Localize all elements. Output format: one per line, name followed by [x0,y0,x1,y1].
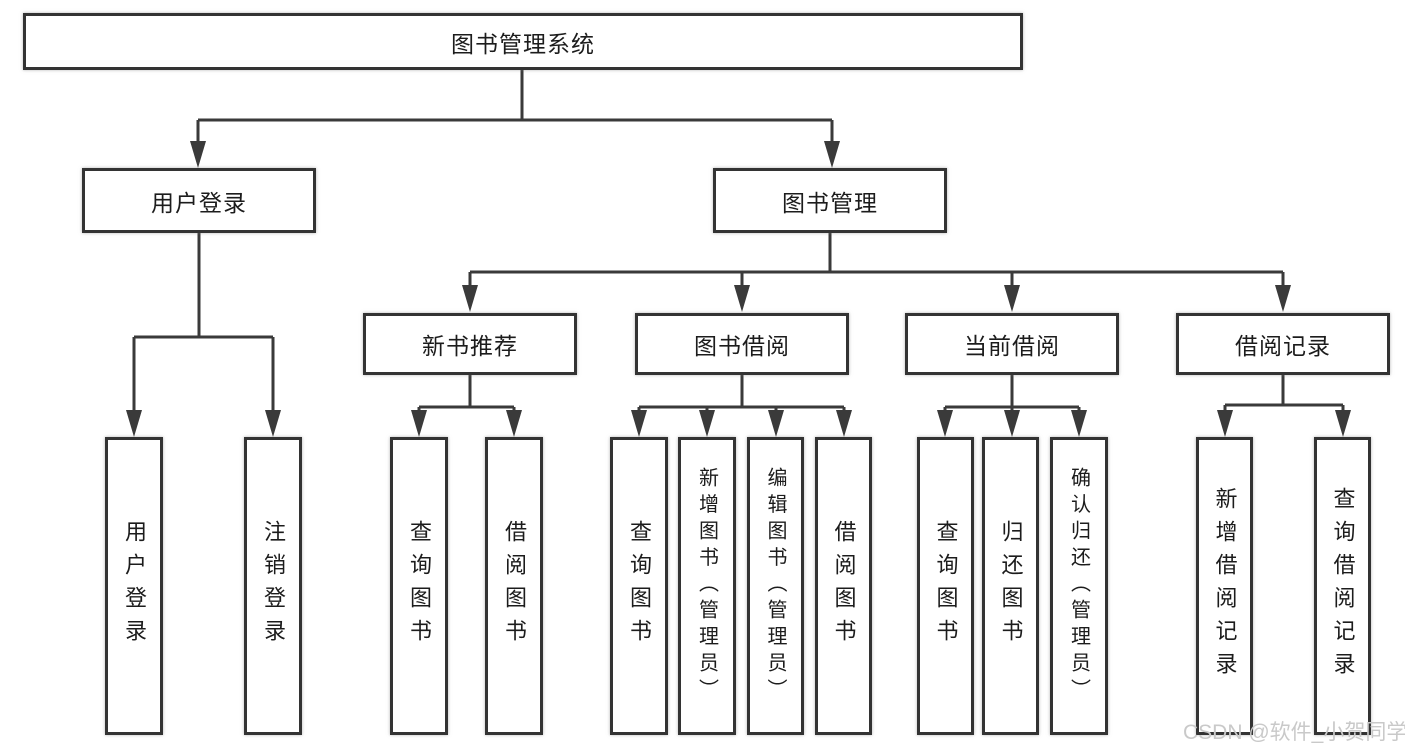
node-label: 新增借阅记录 [1212,487,1238,685]
node-label: 查询图书 [627,520,652,652]
node-book-borrowing: 图书借阅 [635,313,849,375]
leaf-query-borrow-record: 查询借阅记录 [1314,437,1371,735]
node-label: 新增图书（管理员） [695,467,718,705]
leaf-return-books: 归还图书 [982,437,1039,735]
leaf-confirm-return-admin: 确认归还（管理员） [1050,437,1108,735]
leaf-logout: 注销登录 [244,437,302,735]
node-new-book-recommendation: 新书推荐 [363,313,577,375]
arrow-down-icons [126,141,1351,437]
node-label: 当前借阅 [964,333,1060,359]
node-book-management: 图书管理 [713,168,947,233]
node-current-borrowing: 当前借阅 [905,313,1119,375]
csdn-watermark: CSDN @软件_小贺同学 [1183,721,1405,744]
node-label: 注销登录 [261,520,286,652]
leaf-add-book-admin: 新增图书（管理员） [678,437,736,735]
node-label: 用户登录 [151,189,247,216]
leaf-borrow-books-recommend: 借阅图书 [485,437,543,735]
tree-branches [132,70,1345,414]
node-label: 查询借阅记录 [1330,487,1356,685]
leaf-borrow-books-borrowing: 借阅图书 [815,437,872,735]
node-label: 查询图书 [407,520,432,652]
leaf-edit-book-admin: 编辑图书（管理员） [747,437,804,735]
node-borrowing-records: 借阅记录 [1176,313,1390,375]
node-library-management-system: 图书管理系统 [23,13,1023,70]
node-label: 借阅图书 [831,520,857,652]
leaf-query-books-borrowing: 查询图书 [610,437,668,735]
node-user-login: 用户登录 [82,168,316,233]
node-label: 借阅图书 [502,520,527,652]
node-label: 借阅记录 [1235,333,1331,359]
leaf-user-login: 用户登录 [105,437,163,735]
node-label: 新书推荐 [422,333,518,359]
node-label: 归还图书 [998,520,1024,652]
node-label: 用户登录 [122,520,147,652]
leaf-query-books-current: 查询图书 [917,437,974,735]
node-label: 编辑图书（管理员） [764,467,786,705]
leaf-add-borrow-record: 新增借阅记录 [1196,437,1253,735]
node-label: 确认归还（管理员） [1067,467,1090,705]
node-label: 图书管理 [782,189,878,216]
node-label: 查询图书 [933,520,959,652]
node-label: 图书借阅 [694,333,790,359]
node-label: 图书管理系统 [451,30,595,57]
leaf-query-books-recommend: 查询图书 [390,437,448,735]
